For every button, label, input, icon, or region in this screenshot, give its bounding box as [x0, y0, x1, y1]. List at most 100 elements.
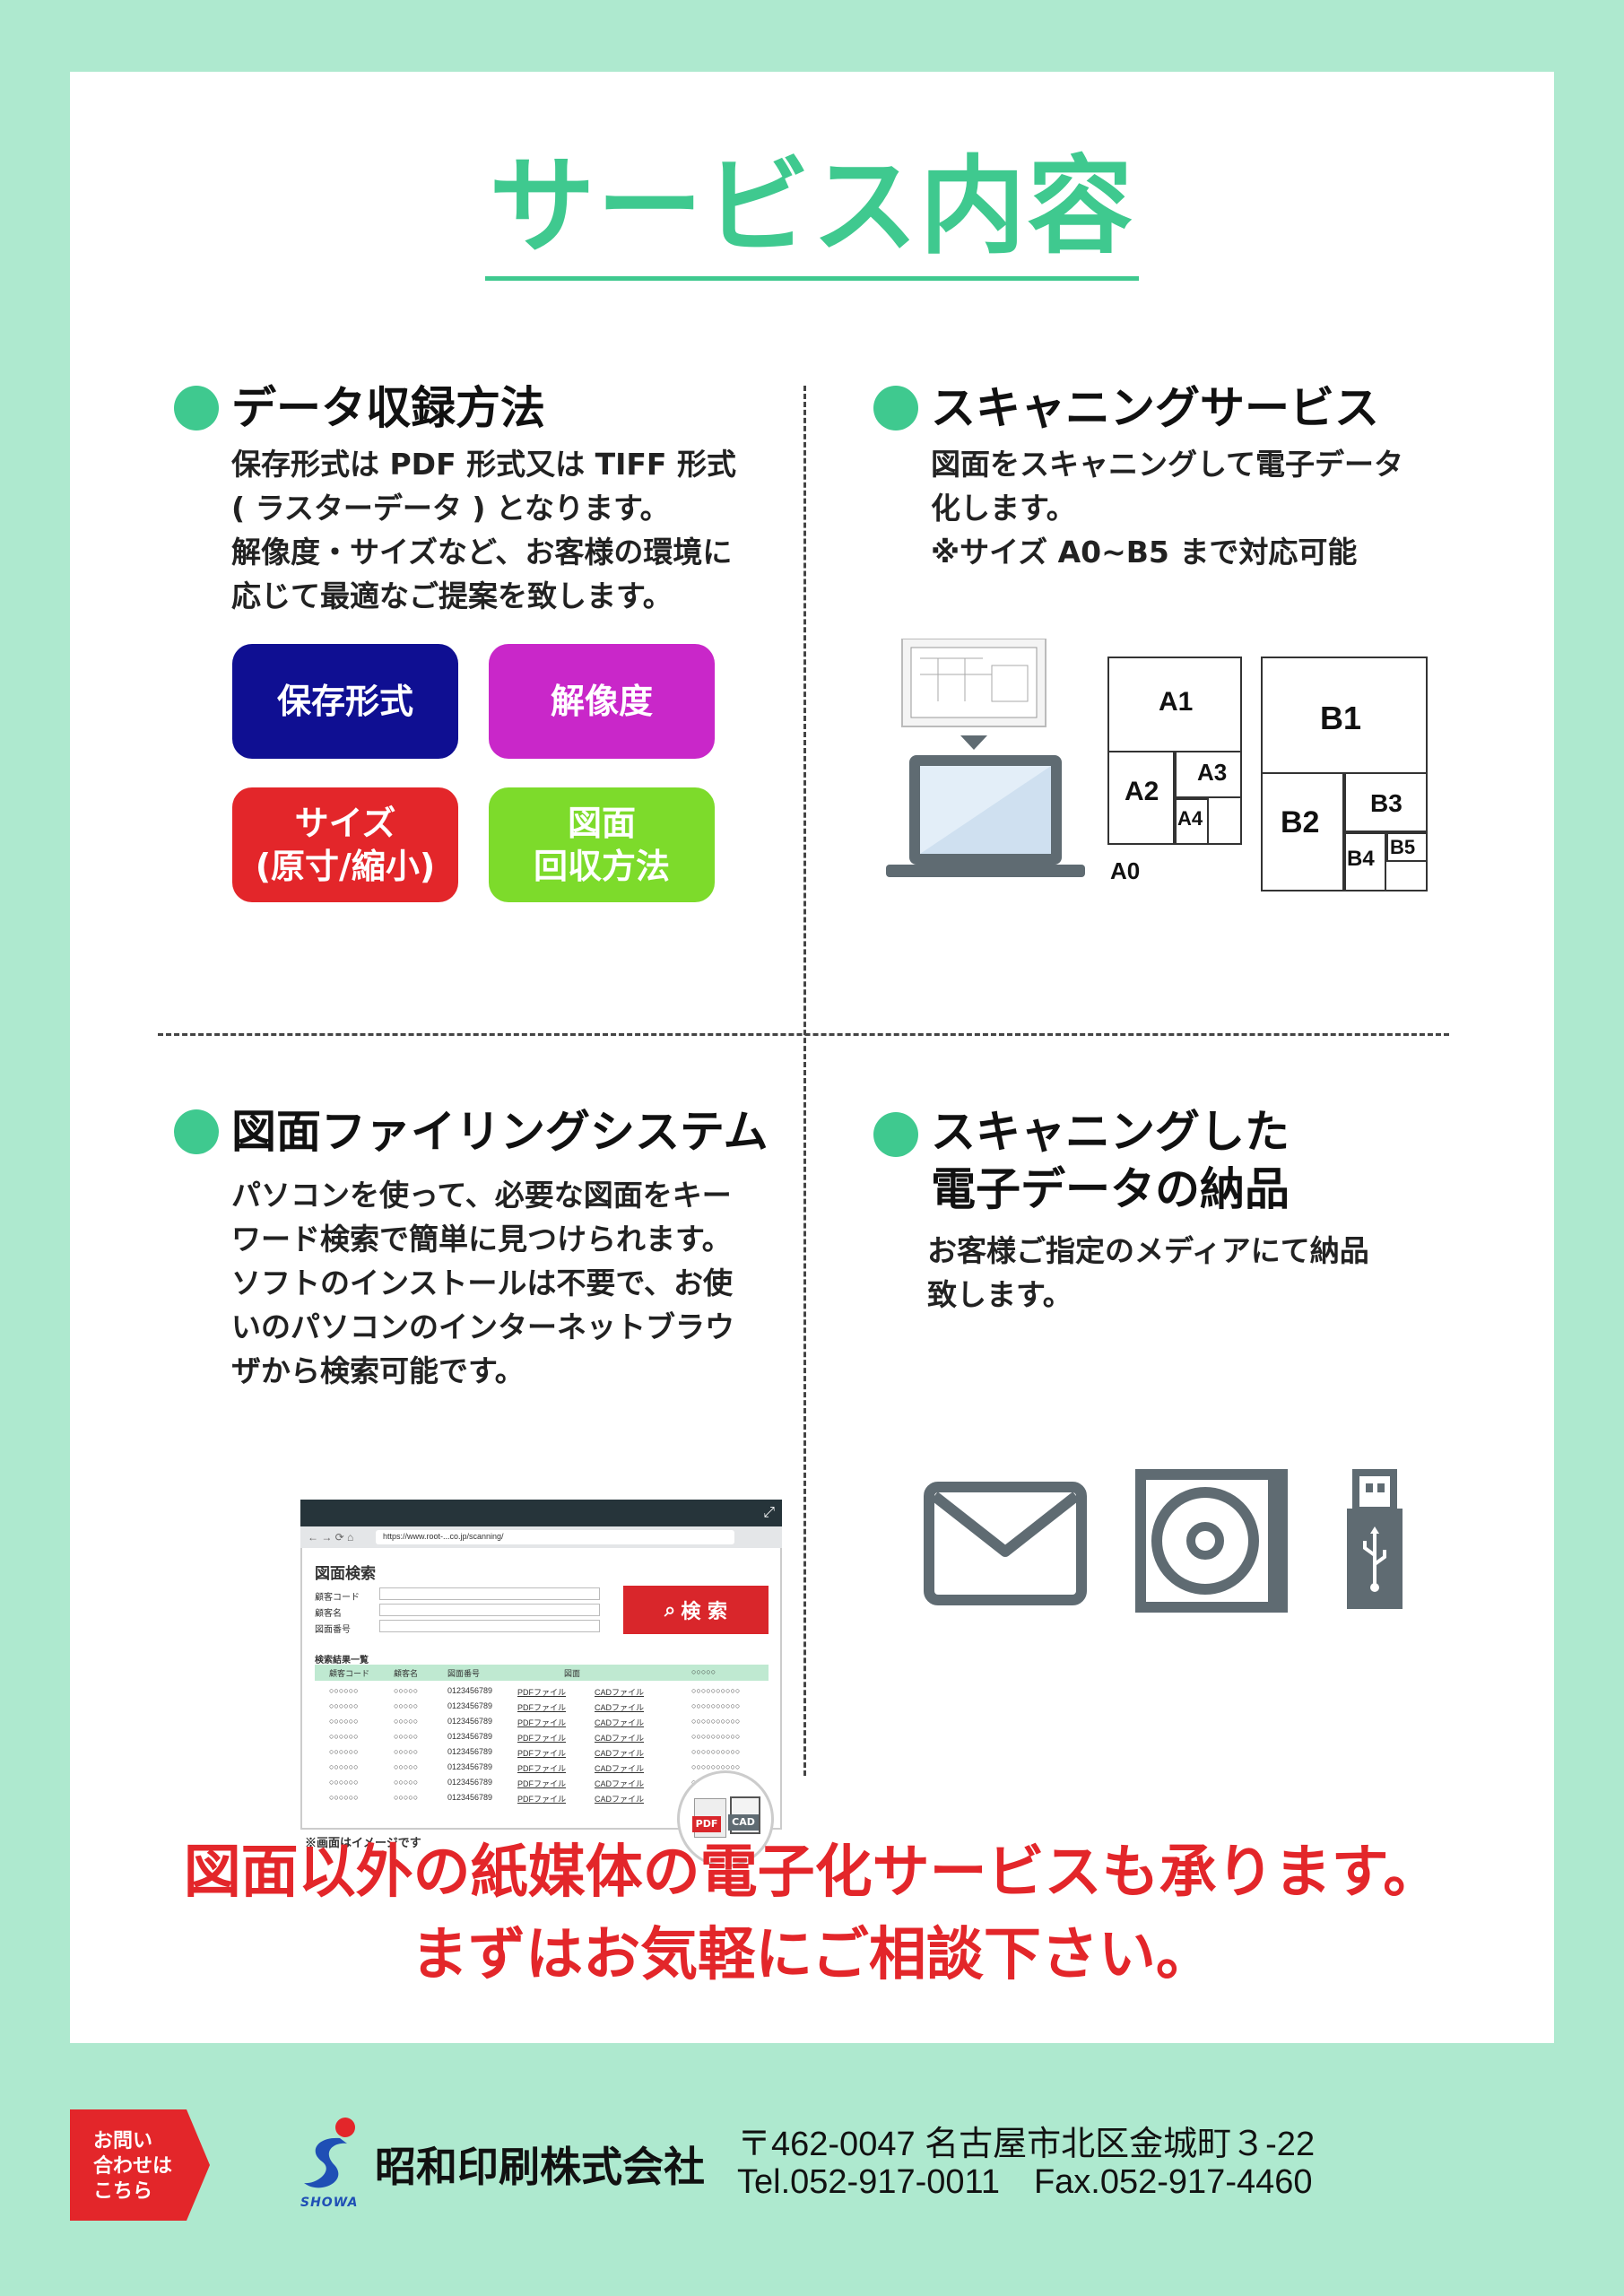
table-cell[interactable]: CADファイル	[595, 1764, 645, 1773]
section-data-recording: データ収録方法 保存形式は PDF 形式又は TIFF 形式 ( ラスターデータ…	[174, 379, 736, 618]
table-cell: ○○○○○○	[329, 1793, 359, 1802]
table-cell: ○○○○○	[394, 1717, 419, 1726]
cta-line-2: まずはお気軽にご相談下さい。	[411, 1922, 1213, 1988]
paper-a4-rect	[1175, 798, 1209, 845]
logo-mark-icon	[304, 2118, 355, 2188]
logo-text: SHOWA	[300, 2196, 359, 2210]
table-cell[interactable]: PDFファイル	[517, 1749, 567, 1758]
table-cell: ○○○○○○○○○○	[691, 1701, 741, 1710]
section-text-line: ワード検索で簡単に見つけられます。	[231, 1222, 732, 1257]
horizontal-divider	[158, 1033, 1449, 1036]
nav-arrows-icon: ← → ⟳ ⌂	[308, 1531, 354, 1544]
section-title: 電子データの納品	[931, 1163, 1290, 1215]
tile-resolution: 解像度	[489, 644, 715, 759]
section-text-line: 保存形式は PDF 形式又は TIFF 形式	[231, 447, 736, 482]
search-icon: ⌕	[664, 1598, 676, 1622]
address-line: 〒462-0047 名古屋市北区金城町３-22	[737, 2126, 1316, 2163]
table-cell: ○○○○○○○○○○	[691, 1762, 741, 1771]
table-cell: ○○○○○○	[329, 1717, 359, 1726]
field-label: 顧客名	[315, 1609, 342, 1619]
section-title: スキャニングした	[931, 1106, 1290, 1158]
table-cell[interactable]: CADファイル	[595, 1734, 645, 1743]
cad-icon: CAD	[728, 1814, 759, 1831]
section-text-line: 応じて最適なご提案を致します。	[231, 578, 673, 613]
table-cell[interactable]: PDFファイル	[517, 1795, 567, 1804]
column-header: ○○○○○	[691, 1667, 716, 1676]
section-text-line: パソコンを使って、必要な図面をキー	[231, 1178, 732, 1213]
paper-b5-rect	[1386, 832, 1428, 862]
table-cell: ○○○○○	[394, 1778, 419, 1787]
section-text-line: 致します。	[927, 1277, 1073, 1312]
table-cell: ○○○○○○	[329, 1747, 359, 1756]
inquiry-text: お問い	[93, 2130, 153, 2152]
phone-fax-line: Tel.052-917-0011 Fax.052-917-4460	[737, 2163, 1313, 2201]
column-header: 顧客名	[394, 1669, 419, 1678]
table-cell: ○○○○○○○○○○	[691, 1717, 741, 1726]
field-label: 図面番号	[315, 1625, 351, 1635]
table-cell[interactable]: PDFファイル	[517, 1718, 567, 1727]
table-cell[interactable]: CADファイル	[595, 1795, 645, 1804]
paper-label: B4	[1347, 847, 1375, 871]
browser-titlebar: ⤢	[300, 1500, 782, 1526]
table-cell: ○○○○○○○○○○	[691, 1686, 741, 1695]
paper-label: A3	[1197, 759, 1228, 786]
table-cell[interactable]: CADファイル	[595, 1779, 645, 1788]
table-cell: 0123456789	[447, 1778, 493, 1787]
table-cell[interactable]: PDFファイル	[517, 1779, 567, 1788]
inquiry-badge[interactable]: お問い 合わせは こちら	[70, 2109, 210, 2221]
search-button-label: 検 索	[681, 1601, 727, 1623]
page-title-wrap: サービス内容	[70, 144, 1554, 281]
url-text: https://www.root-...co.jp/scanning/	[383, 1532, 504, 1541]
table-cell[interactable]: PDFファイル	[517, 1688, 567, 1697]
table-cell: ○○○○○○	[329, 1762, 359, 1771]
table-cell[interactable]: CADファイル	[595, 1703, 645, 1712]
paper-label: A1	[1159, 687, 1194, 717]
section-filing-system: 図面ファイリングシステム パソコンを使って、必要な図面をキー ワード検索で簡単に…	[174, 1103, 769, 1393]
table-cell[interactable]: PDFファイル	[517, 1703, 567, 1712]
paper-label: B2	[1281, 805, 1320, 839]
table-cell: ○○○○○○	[329, 1778, 359, 1787]
section-text-line: ソフトのインストールは不要で、お使	[231, 1265, 734, 1300]
search-field[interactable]	[379, 1604, 600, 1616]
bullet-dot-icon	[873, 386, 918, 430]
search-field[interactable]	[379, 1587, 600, 1600]
table-cell: 0123456789	[447, 1686, 493, 1695]
laptop-scan-icon	[886, 639, 1085, 877]
tile-size: サイズ (原寸/縮小)	[232, 787, 458, 902]
expand-icon: ⤢	[763, 1503, 775, 1520]
table-cell[interactable]: CADファイル	[595, 1688, 645, 1697]
table-cell: 0123456789	[447, 1701, 493, 1710]
page-title: サービス内容	[485, 144, 1139, 281]
table-cell: ○○○○○○	[329, 1686, 359, 1695]
search-field[interactable]	[379, 1620, 600, 1632]
tile-label: 保存形式	[276, 682, 413, 721]
table-cell[interactable]: PDFファイル	[517, 1764, 567, 1773]
content-card: サービス内容 データ収録方法 保存形式は PDF 形式又は TIFF 形式 ( …	[70, 72, 1554, 2043]
section-title: スキャニングサービス	[931, 382, 1379, 434]
table-cell: ○○○○○	[394, 1701, 419, 1710]
company-name: 昭和印刷株式会社	[375, 2143, 705, 2191]
results-label: 検索結果一覧	[315, 1656, 369, 1665]
search-button[interactable]: ⌕ 検 索	[623, 1586, 769, 1634]
section-text-line: ( ラスターデータ ) となります。	[231, 491, 670, 526]
inquiry-text: こちら	[93, 2180, 153, 2203]
pdf-icon: PDF	[692, 1816, 721, 1832]
section-text-line: 図面をスキャニングして電子データ	[931, 447, 1404, 482]
paper-label: B5	[1390, 836, 1416, 858]
table-cell: ○○○○○	[394, 1762, 419, 1771]
section-text-line: 解像度・サイズなど、お客様の環境に	[231, 535, 733, 570]
table-cell: 0123456789	[447, 1717, 493, 1726]
browser-content: 図面検索 顧客コード 顧客名 図面番号 ⌕ 検 索 検索結果一覧 顧客コード 顧…	[300, 1548, 782, 1867]
paper-label: B1	[1320, 700, 1362, 736]
cta-line-1: 図面以外の紙媒体の電子化サービスも承ります。	[183, 1839, 1441, 1906]
table-cell[interactable]: CADファイル	[595, 1749, 645, 1758]
table-cell[interactable]: PDFファイル	[517, 1734, 567, 1743]
table-cell[interactable]: CADファイル	[595, 1718, 645, 1727]
tile-collection-method: 図面 回収方法	[489, 787, 715, 902]
